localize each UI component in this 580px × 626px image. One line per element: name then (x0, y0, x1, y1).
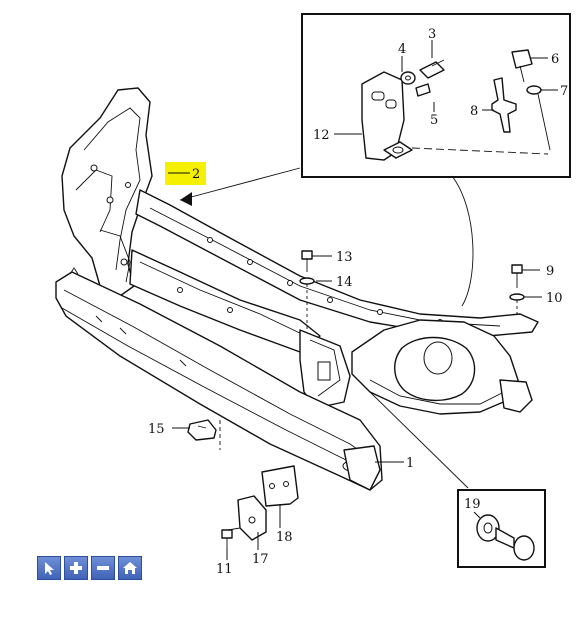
detail-inset-bottom (369, 391, 546, 568)
callout-labels: 2 1 3 4 5 6 7 8 12 13 14 9 10 15 11 17 1… (148, 27, 568, 577)
zoom-in-icon (70, 562, 82, 574)
callout-18[interactable]: 18 (276, 530, 293, 545)
bumper-reinforcement-part[interactable] (55, 267, 383, 491)
zoom-out-button[interactable] (91, 556, 115, 580)
clip-part[interactable] (187, 419, 221, 450)
callout-4[interactable]: 4 (398, 42, 406, 57)
callout-5[interactable]: 5 (430, 113, 438, 128)
callout-17[interactable]: 17 (252, 552, 269, 567)
callout-2[interactable]: 2 (192, 167, 200, 182)
front-carrier-part[interactable] (61, 87, 539, 415)
callout-1[interactable]: 1 (406, 456, 414, 471)
zoom-toolbar (37, 556, 142, 580)
pointer-button[interactable] (37, 556, 61, 580)
callout-15[interactable]: 15 (148, 422, 165, 437)
callout-7[interactable]: 7 (560, 84, 568, 99)
callout-14[interactable]: 14 (336, 275, 353, 290)
callout-6[interactable]: 6 (551, 52, 559, 67)
callout-12[interactable]: 12 (313, 128, 330, 143)
zoom-out-icon (97, 566, 109, 570)
callout-3[interactable]: 3 (428, 27, 436, 42)
callout-8[interactable]: 8 (470, 104, 478, 119)
bracket-parts[interactable] (227, 465, 299, 541)
home-button[interactable] (118, 556, 142, 580)
callout-11[interactable]: 11 (216, 562, 233, 577)
leader-lines (168, 40, 558, 560)
callout-19[interactable]: 19 (464, 497, 481, 512)
callout-10[interactable]: 10 (546, 291, 563, 306)
pointer-icon (45, 562, 54, 575)
fastener-parts[interactable] (221, 250, 525, 550)
detail-inset-top (301, 13, 571, 178)
zoom-in-button[interactable] (64, 556, 88, 580)
callout-13[interactable]: 13 (336, 250, 353, 265)
callout-9[interactable]: 9 (546, 264, 554, 279)
home-icon (123, 562, 137, 574)
